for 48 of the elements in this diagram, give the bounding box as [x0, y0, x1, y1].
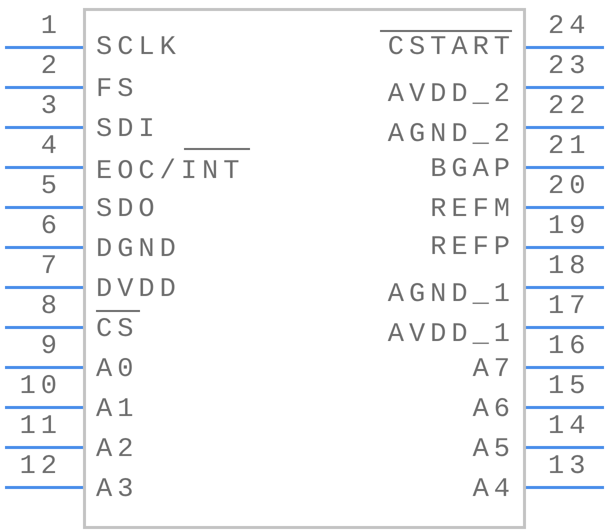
pin-number: 13 — [548, 451, 590, 483]
pin-number: 23 — [548, 51, 590, 83]
pin-name: SDI — [96, 114, 160, 146]
pin-number: 8 — [40, 291, 62, 323]
pin-name: SDO — [96, 194, 160, 226]
pin-name: A5 — [472, 434, 515, 466]
pin-number: 4 — [40, 131, 62, 163]
pin-name: SCLK — [96, 32, 181, 64]
pin-number: 3 — [40, 91, 62, 123]
pin-number: 17 — [548, 291, 590, 323]
pin-name: A7 — [472, 354, 515, 386]
pin-name: AVDD_1 — [388, 319, 515, 351]
pin-name: REFP — [430, 232, 515, 264]
pin-name: AGND_1 — [388, 279, 515, 311]
pin-name: REFM — [430, 194, 515, 226]
pin-number: 1 — [40, 11, 62, 43]
pin-name: BGAP — [430, 154, 515, 186]
pin-name: DVDD — [96, 274, 181, 306]
pin-name: FS — [96, 74, 138, 106]
pin-number: 22 — [548, 91, 590, 123]
pin-number: 19 — [548, 211, 590, 243]
pin-name: AGND_2 — [388, 119, 515, 151]
pin-number: 16 — [548, 331, 590, 363]
pin-number: 21 — [548, 131, 590, 163]
pin-name: A4 — [472, 474, 515, 506]
pin-number: 18 — [548, 251, 590, 283]
pin-name: A0 — [96, 354, 138, 386]
pin-name: A1 — [96, 394, 138, 426]
pin-name: A2 — [96, 434, 138, 466]
pin-name: A3 — [96, 474, 138, 506]
pin-number: 11 — [20, 411, 62, 443]
pin-number: 20 — [548, 171, 590, 203]
pin-number: 15 — [548, 371, 590, 403]
pin-number: 10 — [20, 371, 62, 403]
pin-name: DGND — [96, 234, 181, 266]
pin-number: 9 — [40, 331, 62, 363]
pin-name: A6 — [472, 394, 515, 426]
pin-number: 5 — [40, 171, 62, 203]
pin-name: CS — [96, 314, 138, 346]
pin-name: AVDD_2 — [388, 79, 515, 111]
pin-name: CSTART — [388, 32, 515, 64]
pin-number: 24 — [548, 11, 590, 43]
pin-number: 14 — [548, 411, 590, 443]
pin-number: 2 — [40, 51, 62, 83]
pin-number: 12 — [20, 451, 62, 483]
pin-number: 7 — [40, 251, 62, 283]
pin-name: EOC/INT — [96, 156, 244, 188]
pin-number: 6 — [40, 211, 62, 243]
